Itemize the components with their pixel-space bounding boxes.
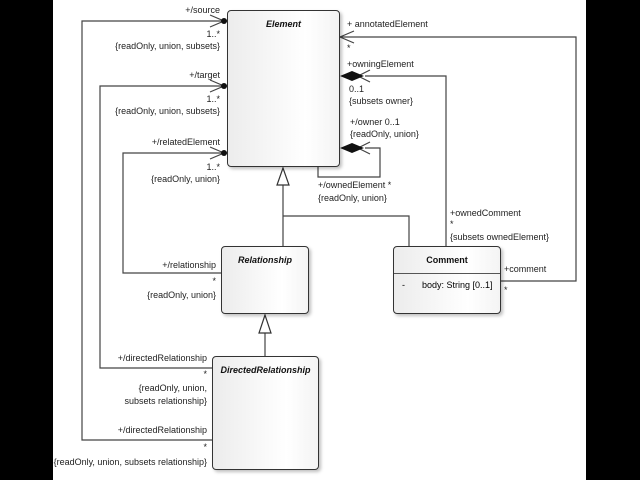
directed-relationship-role-label: +/directedRelationship: [117, 353, 207, 363]
class-relationship-name: Relationship: [237, 255, 292, 265]
class-element[interactable]: Element: [227, 10, 340, 167]
owning-element-multiplicity: 0..1: [349, 84, 365, 94]
relationship-role-label: +/relationship: [162, 260, 216, 270]
owning-element-role-label: +owningElement: [347, 59, 414, 69]
related-element-ownership-dot-icon: [221, 150, 227, 156]
generalization-line-comment: [283, 215, 410, 246]
owned-comment-multiplicity: *: [450, 219, 454, 229]
target-association-line: [99, 85, 227, 369]
source-multiplicity: 1..*: [206, 29, 220, 39]
annotated-element-role-label: + annotatedElement: [347, 19, 428, 29]
comment-multiplicity: *: [504, 285, 508, 295]
generalization-triangle-icon: [276, 166, 290, 186]
annotated-element-arrow-icon: [338, 30, 355, 44]
directed-relationship-multiplicity: *: [203, 369, 207, 379]
target-ownership-dot-icon: [221, 83, 227, 89]
target-constraint: {readOnly, union, subsets}: [115, 106, 220, 116]
annotated-element-multiplicity: *: [347, 43, 351, 53]
attribute-body: body: String [0..1]: [422, 280, 493, 290]
owner-constraint: {readOnly, union}: [350, 129, 419, 139]
connector-lines: [81, 14, 577, 441]
uml-class-diagram: Element Relationship DirectedRelationshi…: [53, 0, 586, 480]
related-element-multiplicity: 1..*: [206, 162, 220, 172]
source-role-label: +/source: [185, 5, 220, 15]
owned-comment-role-label: +ownedComment: [450, 208, 521, 218]
source-ownership-dot-icon: [221, 18, 227, 24]
owner-composition-diamond-icon: [340, 143, 364, 153]
relationship-multiplicity: *: [212, 276, 216, 286]
class-comment-name: Comment: [426, 255, 468, 265]
directed-relationship-constraint-1: {readOnly, union,: [138, 383, 207, 393]
directed-relationship-2-role-label: +/directedRelationship: [117, 425, 207, 435]
source-association-line: [81, 20, 227, 441]
owned-element-constraint: {readOnly, union}: [318, 193, 387, 203]
class-element-name: Element: [265, 19, 301, 29]
directed-relationship-2-multiplicity: *: [203, 442, 207, 452]
comment-role-label: +comment: [504, 264, 547, 274]
class-comment-attributes: - body: String [0..1]: [394, 273, 500, 290]
owning-element-constraint: {subsets owner}: [349, 96, 414, 106]
relationship-constraint: {readOnly, union}: [147, 290, 216, 300]
owned-comment-constraint: {subsets ownedElement}: [450, 232, 550, 242]
related-element-role-label: +/relatedElement: [151, 137, 220, 147]
owning-element-composition-diamond-icon: [340, 71, 364, 81]
class-relationship[interactable]: Relationship: [221, 246, 309, 314]
generalization-triangle-icon: [258, 313, 272, 334]
owner-association-line: [317, 147, 381, 178]
annotated-element-association-line: [339, 36, 577, 282]
related-element-association-line: [122, 152, 227, 274]
owning-element-association-line: [365, 75, 447, 246]
directed-relationship-2-constraint: {readOnly, union, subsets relationship}: [53, 457, 207, 467]
class-directed-relationship[interactable]: DirectedRelationship: [212, 356, 319, 470]
owner-role-label: +/owner 0..1: [350, 117, 400, 127]
directed-relationship-constraint-2: subsets relationship}: [124, 396, 207, 406]
attribute-visibility: -: [402, 280, 405, 290]
owned-element-role-label: +/ownedElement *: [318, 180, 392, 190]
related-element-constraint: {readOnly, union}: [151, 174, 220, 184]
target-multiplicity: 1..*: [206, 94, 220, 104]
class-directed-relationship-name: DirectedRelationship: [220, 365, 311, 375]
source-constraint: {readOnly, union, subsets}: [115, 41, 220, 51]
class-comment[interactable]: Comment - body: String [0..1]: [393, 246, 501, 314]
target-role-label: +/target: [189, 70, 220, 80]
